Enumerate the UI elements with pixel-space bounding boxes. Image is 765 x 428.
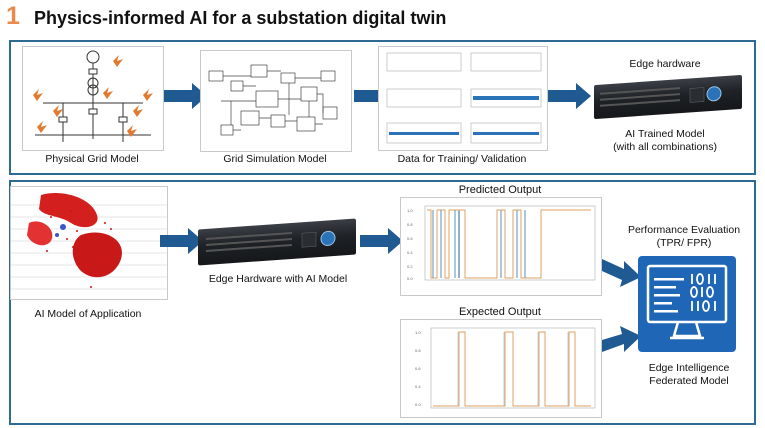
edge-hw-ai-label: Edge Hardware with AI Model bbox=[208, 273, 348, 285]
ai-model-label: AI Model of Application bbox=[34, 308, 142, 320]
arrow-right-icon bbox=[548, 83, 591, 109]
edge-intel-line1: Edge Intelligence bbox=[648, 362, 730, 374]
svg-text:0.4: 0.4 bbox=[415, 384, 421, 389]
edge-hardware-ai-unit bbox=[198, 218, 356, 266]
predicted-output-title: Predicted Output bbox=[458, 184, 542, 196]
grid-simulation-diagram bbox=[200, 50, 352, 152]
ai-trained-line2: (with all combinations) bbox=[613, 141, 717, 153]
training-data-plots bbox=[378, 46, 548, 151]
arrow-right-icon bbox=[602, 326, 641, 352]
svg-text:1.0: 1.0 bbox=[415, 330, 421, 335]
edge-intel-line2: Federated Model bbox=[649, 375, 729, 387]
arrow-right-icon bbox=[164, 83, 207, 109]
svg-text:0.6: 0.6 bbox=[415, 366, 421, 371]
edge-hardware-unit bbox=[594, 74, 742, 120]
arrow-right-icon bbox=[602, 259, 641, 287]
arrow-right-icon bbox=[360, 228, 403, 254]
physical-grid-label: Physical Grid Model bbox=[45, 153, 139, 165]
page-title: Physics-informed AI for a substation dig… bbox=[34, 8, 447, 28]
expected-output-chart: 1.0 0.8 0.6 0.4 0.0 bbox=[400, 319, 602, 418]
expected-output-title: Expected Output bbox=[459, 306, 541, 318]
data-training-label: Data for Training/ Validation bbox=[397, 153, 527, 165]
ai-model-3d-plot bbox=[10, 186, 168, 300]
section-number: 1 bbox=[6, 2, 20, 30]
monitor-code-icon bbox=[638, 256, 736, 352]
svg-text:0.8: 0.8 bbox=[415, 348, 421, 353]
svg-text:0.8: 0.8 bbox=[407, 222, 413, 227]
predicted-output-chart: 1.0 0.8 0.6 0.4 0.2 0.0 bbox=[400, 197, 602, 296]
svg-text:0.0: 0.0 bbox=[407, 276, 413, 281]
svg-text:0.6: 0.6 bbox=[407, 236, 413, 241]
arrow-right-icon bbox=[160, 228, 203, 254]
svg-text:1.0: 1.0 bbox=[407, 208, 413, 213]
svg-text:0.0: 0.0 bbox=[415, 402, 421, 407]
ai-trained-line1: AI Trained Model bbox=[625, 128, 705, 140]
edge-hardware-title: Edge hardware bbox=[629, 58, 701, 70]
grid-sim-label: Grid Simulation Model bbox=[223, 153, 327, 165]
perf-eval-line1: Performance Evaluation bbox=[627, 224, 741, 236]
svg-text:0.4: 0.4 bbox=[407, 250, 413, 255]
physical-grid-diagram bbox=[22, 46, 164, 151]
svg-text:0.2: 0.2 bbox=[407, 264, 413, 269]
perf-eval-line2: (TPR/ FPR) bbox=[656, 237, 712, 249]
